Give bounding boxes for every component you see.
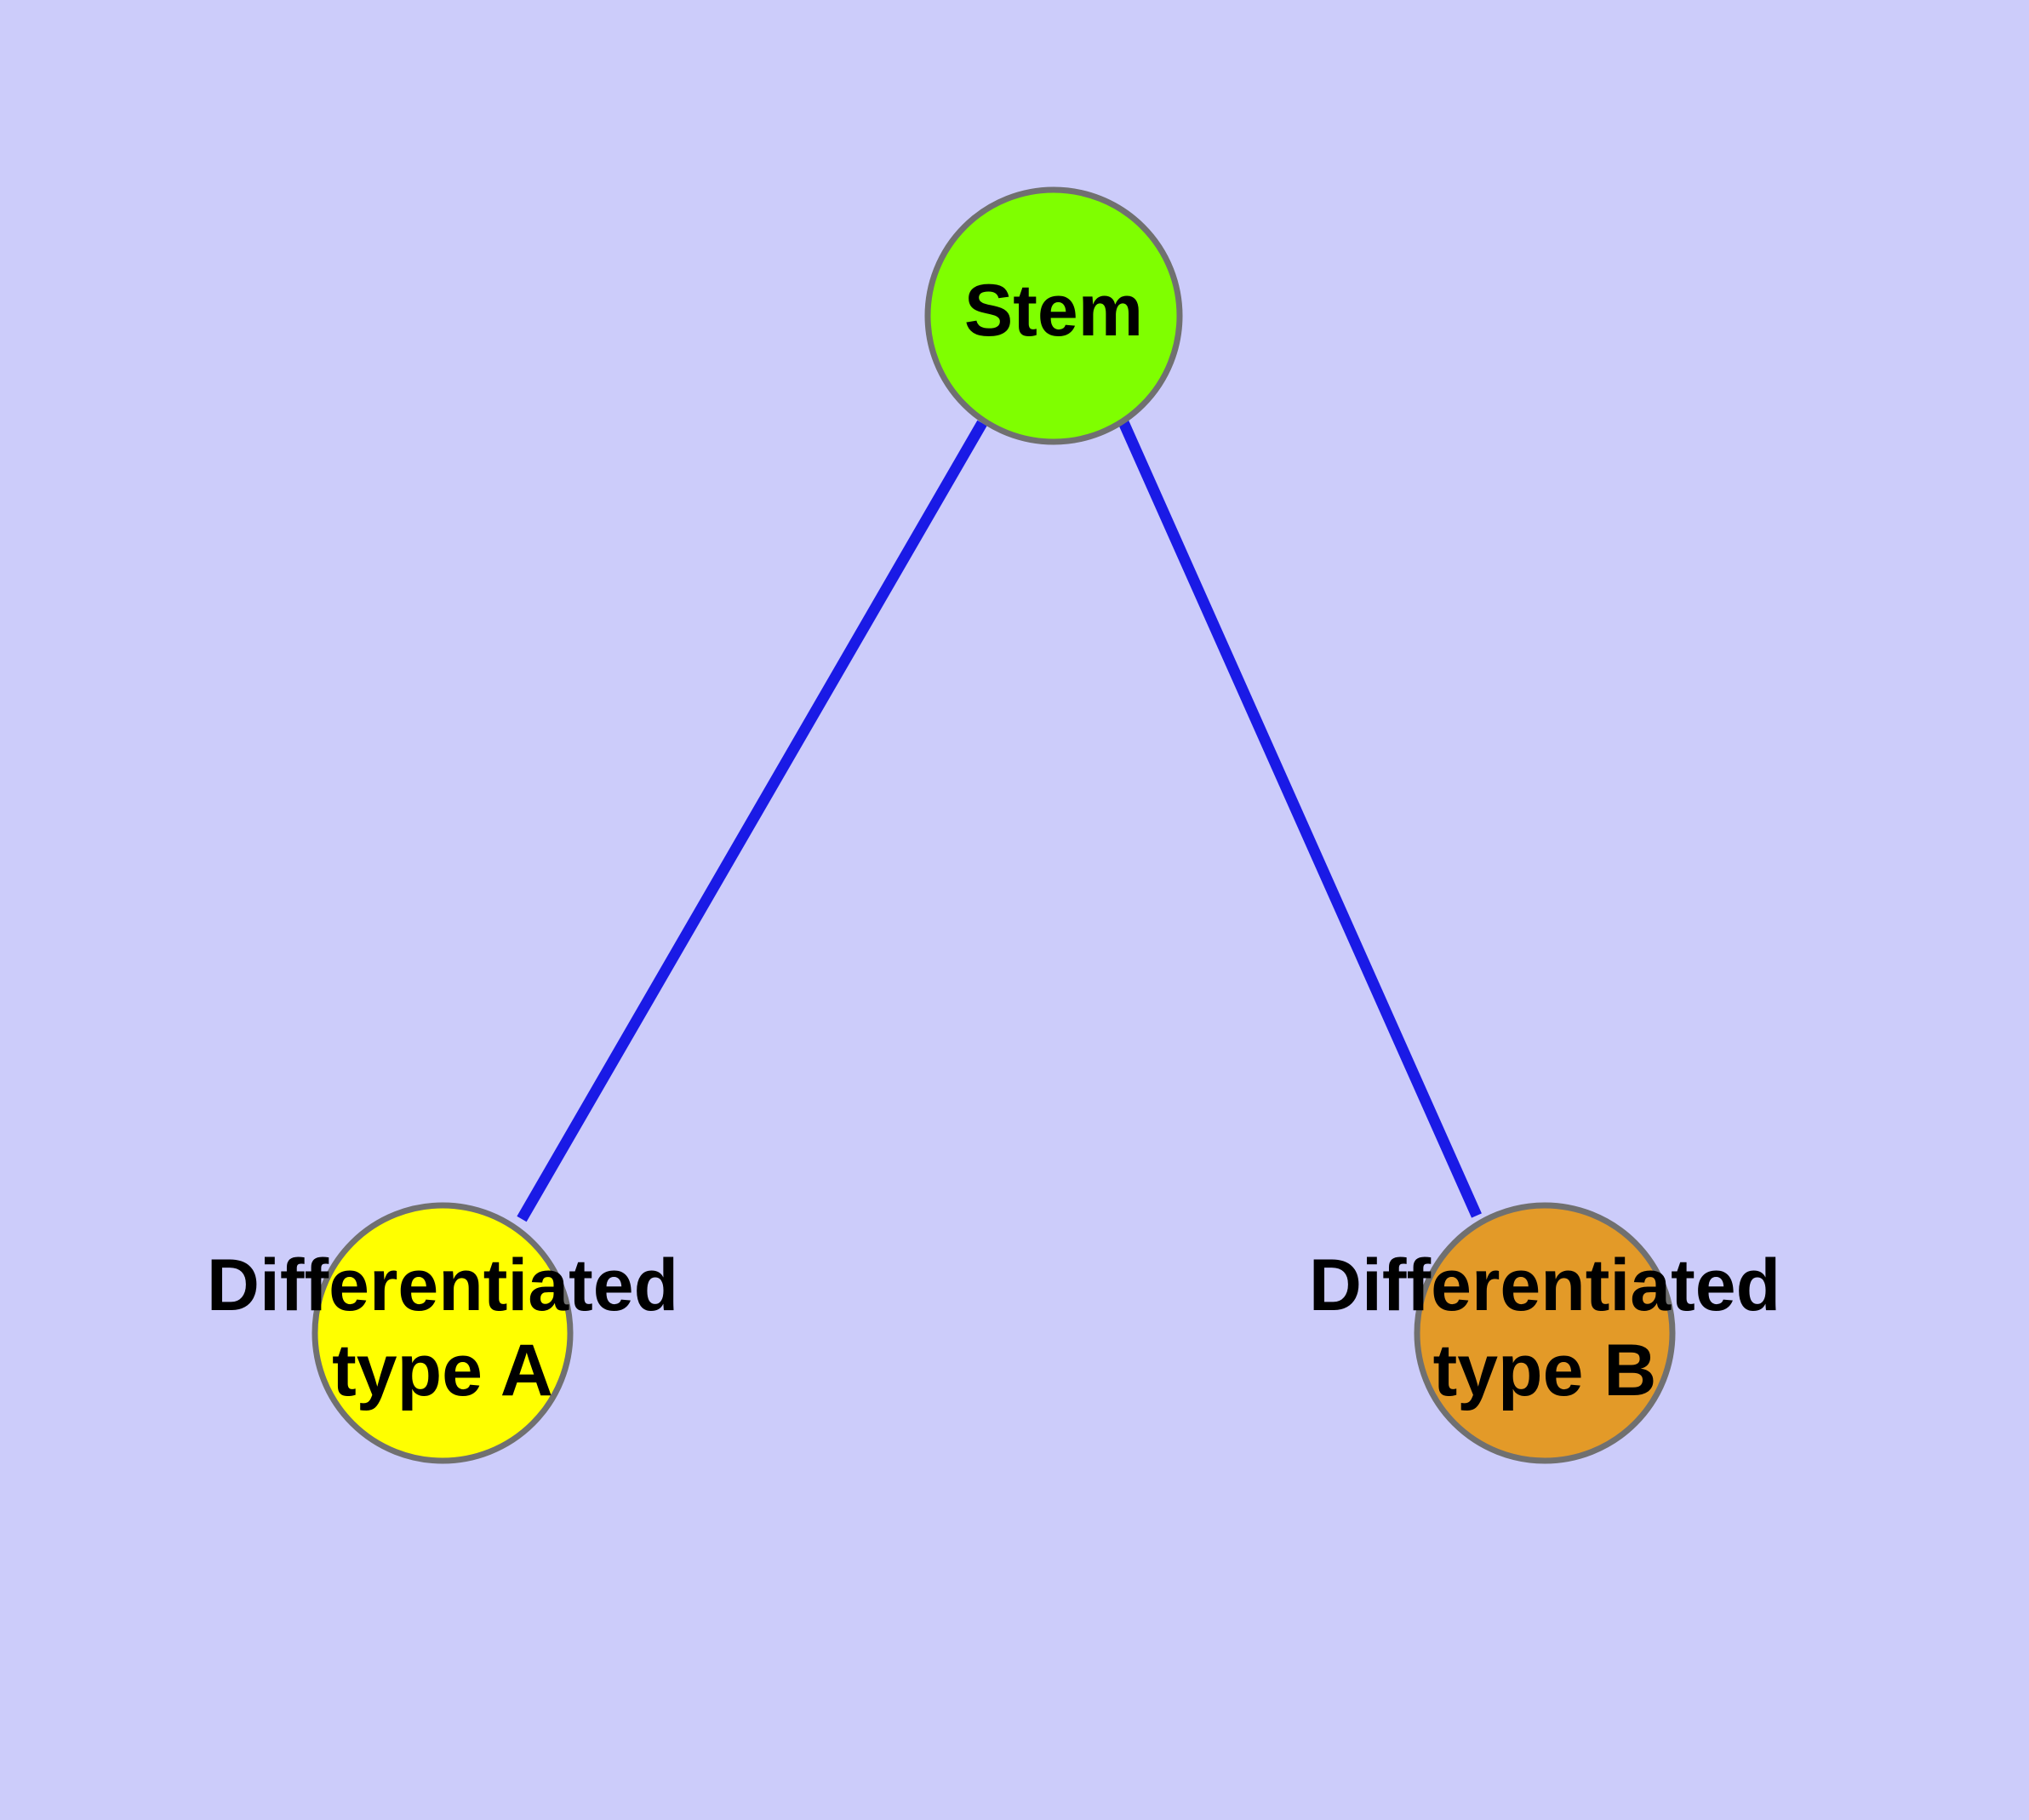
edge-stem-diff-b[interactable] xyxy=(1118,420,1482,1218)
node-label-line: Differentiated xyxy=(1309,1245,1780,1326)
node-label-line: type B xyxy=(1433,1330,1657,1411)
node-label-stem: Stem xyxy=(964,270,1143,352)
node-circle-diff_a[interactable] xyxy=(311,1202,574,1464)
node-circle-diff_b[interactable] xyxy=(1414,1202,1676,1464)
node-label-line: Differentiated xyxy=(207,1245,678,1326)
node-label-line: type A xyxy=(332,1330,553,1411)
edge-stem-diff-a[interactable] xyxy=(517,420,987,1222)
edges-layer xyxy=(517,420,1482,1222)
node-circle-stem[interactable] xyxy=(924,186,1183,445)
node-label-line: Stem xyxy=(964,270,1143,352)
